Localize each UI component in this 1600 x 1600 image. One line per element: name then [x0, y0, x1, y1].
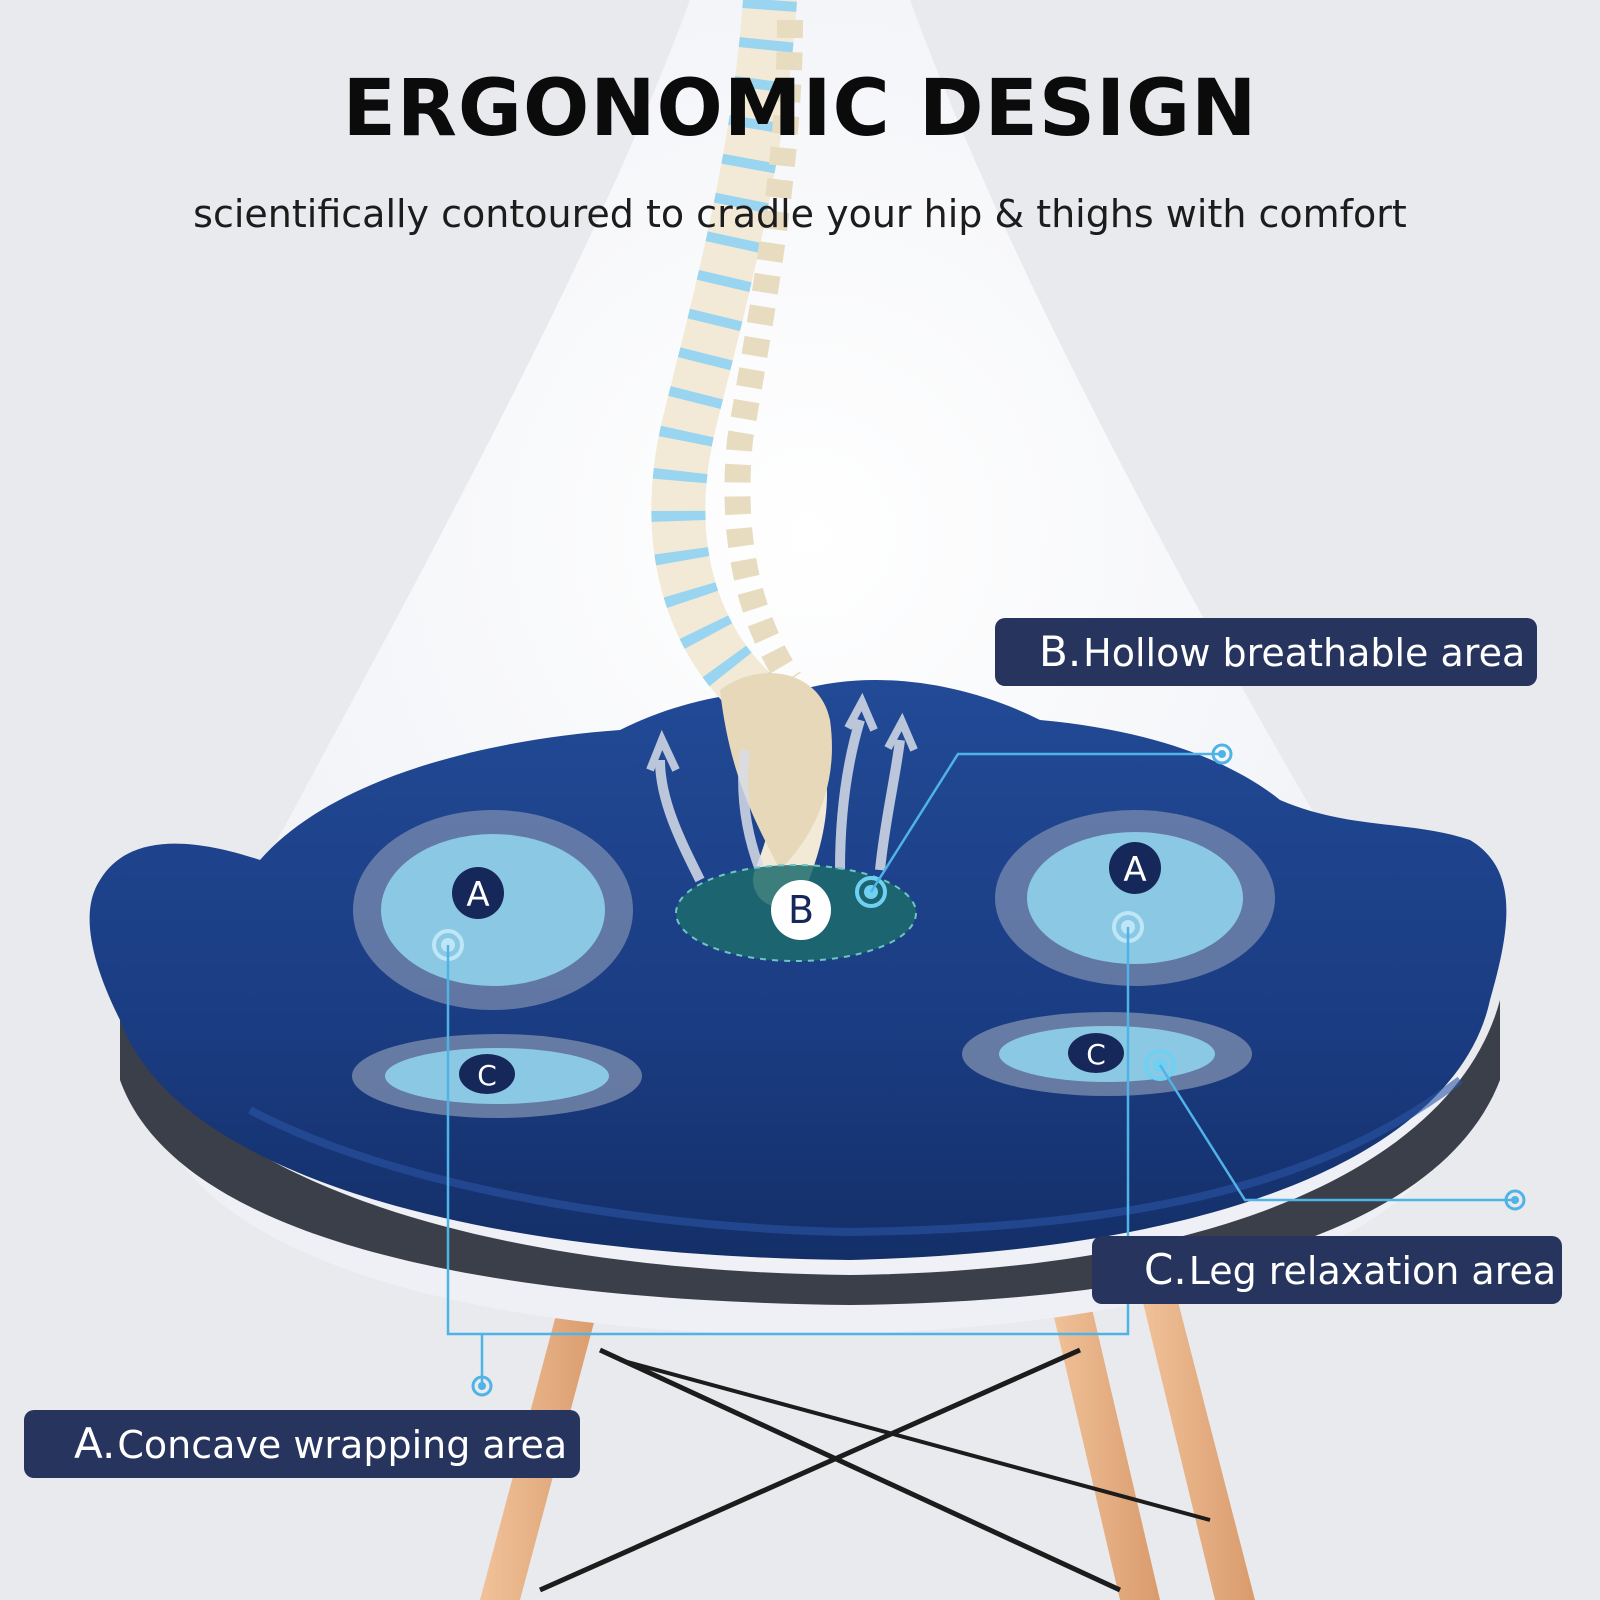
- callout-text: Concave wrapping area: [117, 1423, 568, 1467]
- zone-a-left: [353, 810, 633, 1010]
- zone-a-left-marker: A: [466, 875, 489, 915]
- callout-text: Leg relaxation area: [1188, 1249, 1557, 1293]
- zone-b-marker: B: [788, 888, 814, 932]
- callout-text: Hollow breathable area: [1083, 631, 1526, 675]
- zone-b: [675, 864, 917, 962]
- zone-a-right: [995, 810, 1275, 986]
- chair-legs: [480, 1290, 1255, 1600]
- callout-letter: B.: [1039, 627, 1082, 676]
- airflow-arrows: [646, 692, 918, 883]
- leader-dots: [471, 743, 1526, 1397]
- callout-hollow-breathable-area: B.Hollow breathable area: [995, 618, 1537, 686]
- leader-lines: [446, 752, 1515, 1385]
- zone-c-right-marker: C: [1086, 1038, 1106, 1071]
- callout-letter: A.: [74, 1419, 116, 1468]
- callout-concave-wrapping-area: A.Concave wrapping area: [24, 1410, 580, 1478]
- zone-c-left-marker: C: [477, 1059, 497, 1092]
- page-title: ERGONOMIC DESIGN: [342, 64, 1258, 154]
- zone-a-right-marker: A: [1123, 850, 1146, 890]
- zone-c-left: [352, 1034, 642, 1118]
- spine-illustration: [651, 0, 832, 907]
- callout-letter: C.: [1144, 1245, 1187, 1294]
- callout-leg-relaxation-area: C.Leg relaxation area: [1092, 1236, 1562, 1304]
- zone-c-right: [962, 1012, 1252, 1096]
- page-subtitle: scientifically contoured to cradle your …: [193, 192, 1407, 236]
